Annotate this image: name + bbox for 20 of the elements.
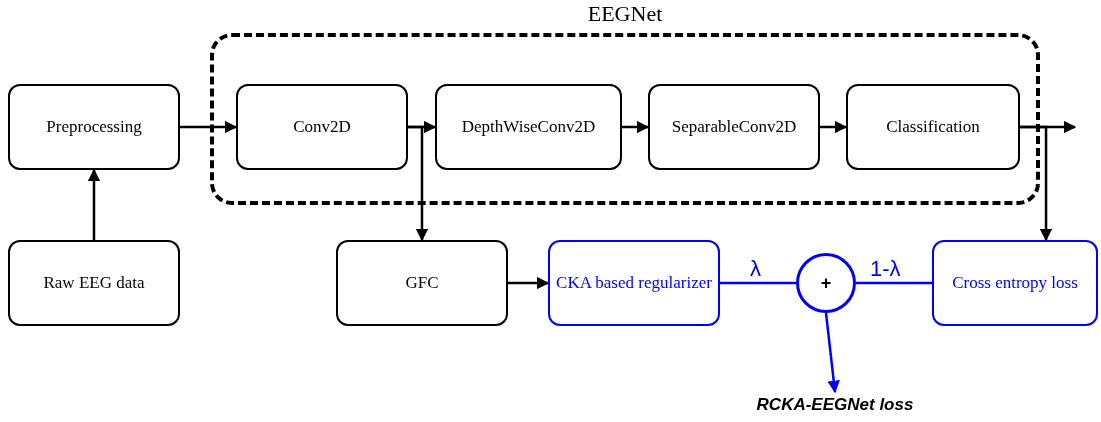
group-title: EEGNet — [586, 1, 664, 27]
arrow — [508, 276, 550, 290]
arrow — [622, 120, 650, 134]
process-box: SeparableConv2D — [648, 84, 820, 170]
process-box: GFC — [336, 240, 508, 326]
process-box: Classification — [846, 84, 1020, 170]
arrow — [408, 125, 429, 242]
process-box: Conv2D — [236, 84, 408, 170]
arrow — [180, 120, 238, 134]
process-box: CKA based regularizer — [548, 240, 720, 326]
process-box: DepthWiseConv2D — [435, 84, 622, 170]
arrow — [87, 168, 101, 240]
process-box: Preprocessing — [8, 84, 180, 170]
output-label: RCKA-EEGNet loss — [730, 392, 940, 418]
arrow — [1020, 125, 1053, 242]
process-box: Raw EEG data — [8, 240, 180, 326]
sum-circle: + — [796, 253, 856, 313]
process-box: Cross entropy loss — [932, 240, 1098, 326]
arrow — [820, 120, 848, 134]
arrow — [824, 312, 840, 394]
